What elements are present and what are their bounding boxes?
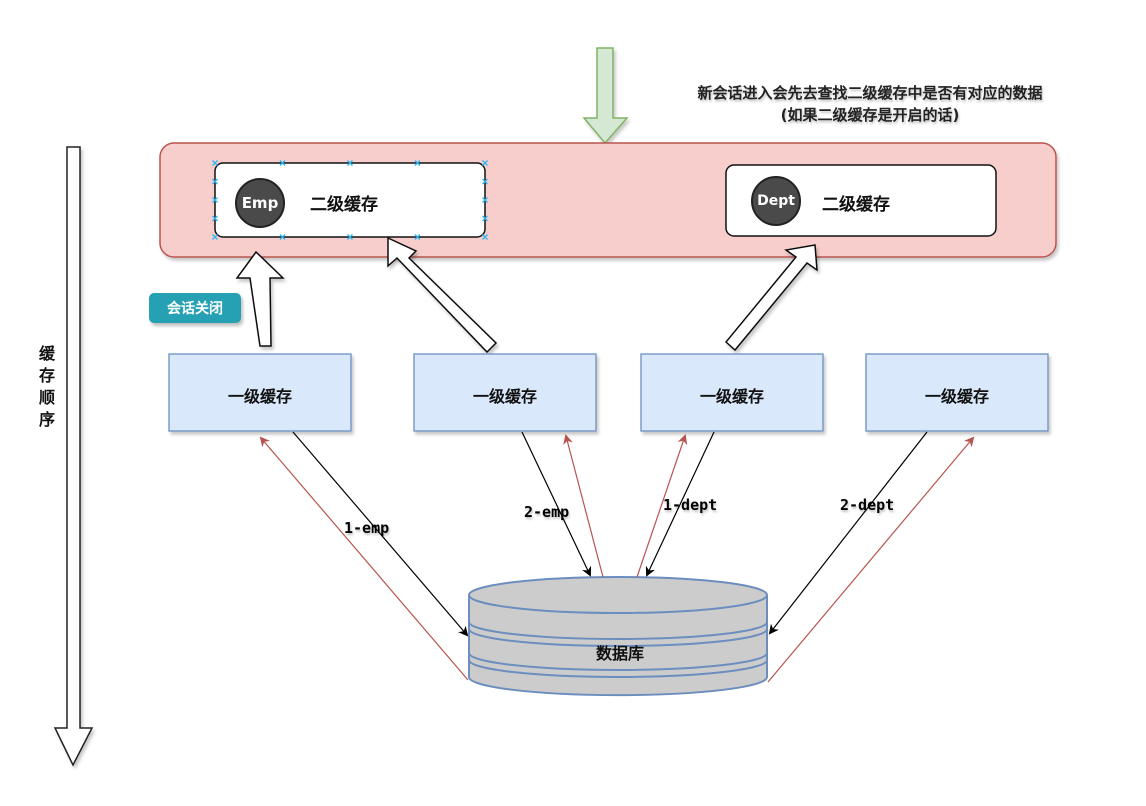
- first-level-cache-label: 一级缓存: [699, 387, 764, 406]
- selection-handle[interactable]: [482, 160, 488, 166]
- selection-handle[interactable]: [347, 160, 353, 166]
- cache-order-char: 序: [38, 410, 55, 429]
- first-level-cache-label: 一级缓存: [472, 387, 537, 406]
- emp-cache-label: 二级缓存: [310, 195, 378, 215]
- query-arrow-1-emp[interactable]: [292, 431, 469, 637]
- promote-arrow-1: [235, 250, 285, 347]
- first-level-cache-4[interactable]: [865, 353, 1049, 432]
- selection-handle[interactable]: [212, 234, 218, 240]
- query-label-2-dept: 2-dept: [840, 496, 895, 514]
- selection-handle[interactable]: [279, 160, 286, 166]
- promote-arrow-3: [724, 244, 818, 352]
- first-level-cache-2[interactable]: [413, 353, 597, 432]
- selection-handle[interactable]: [482, 197, 488, 203]
- query-label-1-dept: 1-dept: [663, 496, 718, 514]
- selection-handle[interactable]: [414, 234, 421, 240]
- return-arrow-1-emp[interactable]: [259, 436, 469, 681]
- cache-order-arrow: [53, 146, 94, 767]
- selection-handle[interactable]: [212, 215, 218, 222]
- cache-order-char: 缓: [38, 344, 55, 363]
- dept-entity-badge: Dept: [751, 176, 801, 226]
- dept-cache-label: 二级缓存: [822, 195, 890, 215]
- lookup-down-arrow: [582, 47, 629, 145]
- selection-handle[interactable]: [347, 234, 353, 240]
- selection-handle[interactable]: [482, 215, 488, 222]
- query-arrow-2-emp[interactable]: [521, 431, 592, 577]
- session-closed-badge: 会话关闭: [149, 293, 241, 323]
- promote-arrow-2: [387, 236, 498, 354]
- return-arrow-2-emp[interactable]: [563, 434, 604, 578]
- cache-order-char: 存: [38, 366, 55, 385]
- emp-entity-badge: Emp: [235, 178, 285, 228]
- selection-handle[interactable]: [212, 178, 218, 185]
- selection-handle[interactable]: [279, 234, 286, 240]
- first-level-cache-3[interactable]: [640, 353, 824, 432]
- selection-handle[interactable]: [212, 160, 218, 166]
- return-arrow-1-dept[interactable]: [636, 434, 688, 578]
- selection-handle[interactable]: [482, 234, 488, 240]
- query-label-1-emp: 1-emp: [344, 519, 390, 537]
- first-level-cache-1[interactable]: [168, 353, 352, 432]
- selection-handle[interactable]: [212, 197, 218, 203]
- query-arrow-1-dept[interactable]: [645, 431, 715, 577]
- query-arrow-2-dept[interactable]: [768, 431, 928, 635]
- cache-order-char: 顺: [38, 388, 55, 407]
- cache-order-label: 缓 存 顺 序: [36, 343, 58, 431]
- selection-handle[interactable]: [482, 178, 488, 185]
- database-label: 数据库: [595, 644, 644, 663]
- first-level-cache-label: 一级缓存: [227, 387, 292, 406]
- selection-handles[interactable]: [212, 160, 488, 240]
- first-level-cache-label: 一级缓存: [924, 387, 989, 406]
- lookup-note: 新会话进入会先去查找二级缓存中是否有对应的数据 (如果二级缓存是开启的话): [640, 82, 1100, 126]
- database-cylinder[interactable]: [468, 576, 768, 697]
- query-label-2-emp: 2-emp: [524, 503, 570, 521]
- lookup-note-line2: (如果二级缓存是开启的话): [780, 106, 960, 124]
- lookup-note-line1: 新会话进入会先去查找二级缓存中是否有对应的数据: [697, 84, 1043, 102]
- return-arrow-2-dept[interactable]: [767, 436, 975, 683]
- selection-handle[interactable]: [414, 160, 421, 166]
